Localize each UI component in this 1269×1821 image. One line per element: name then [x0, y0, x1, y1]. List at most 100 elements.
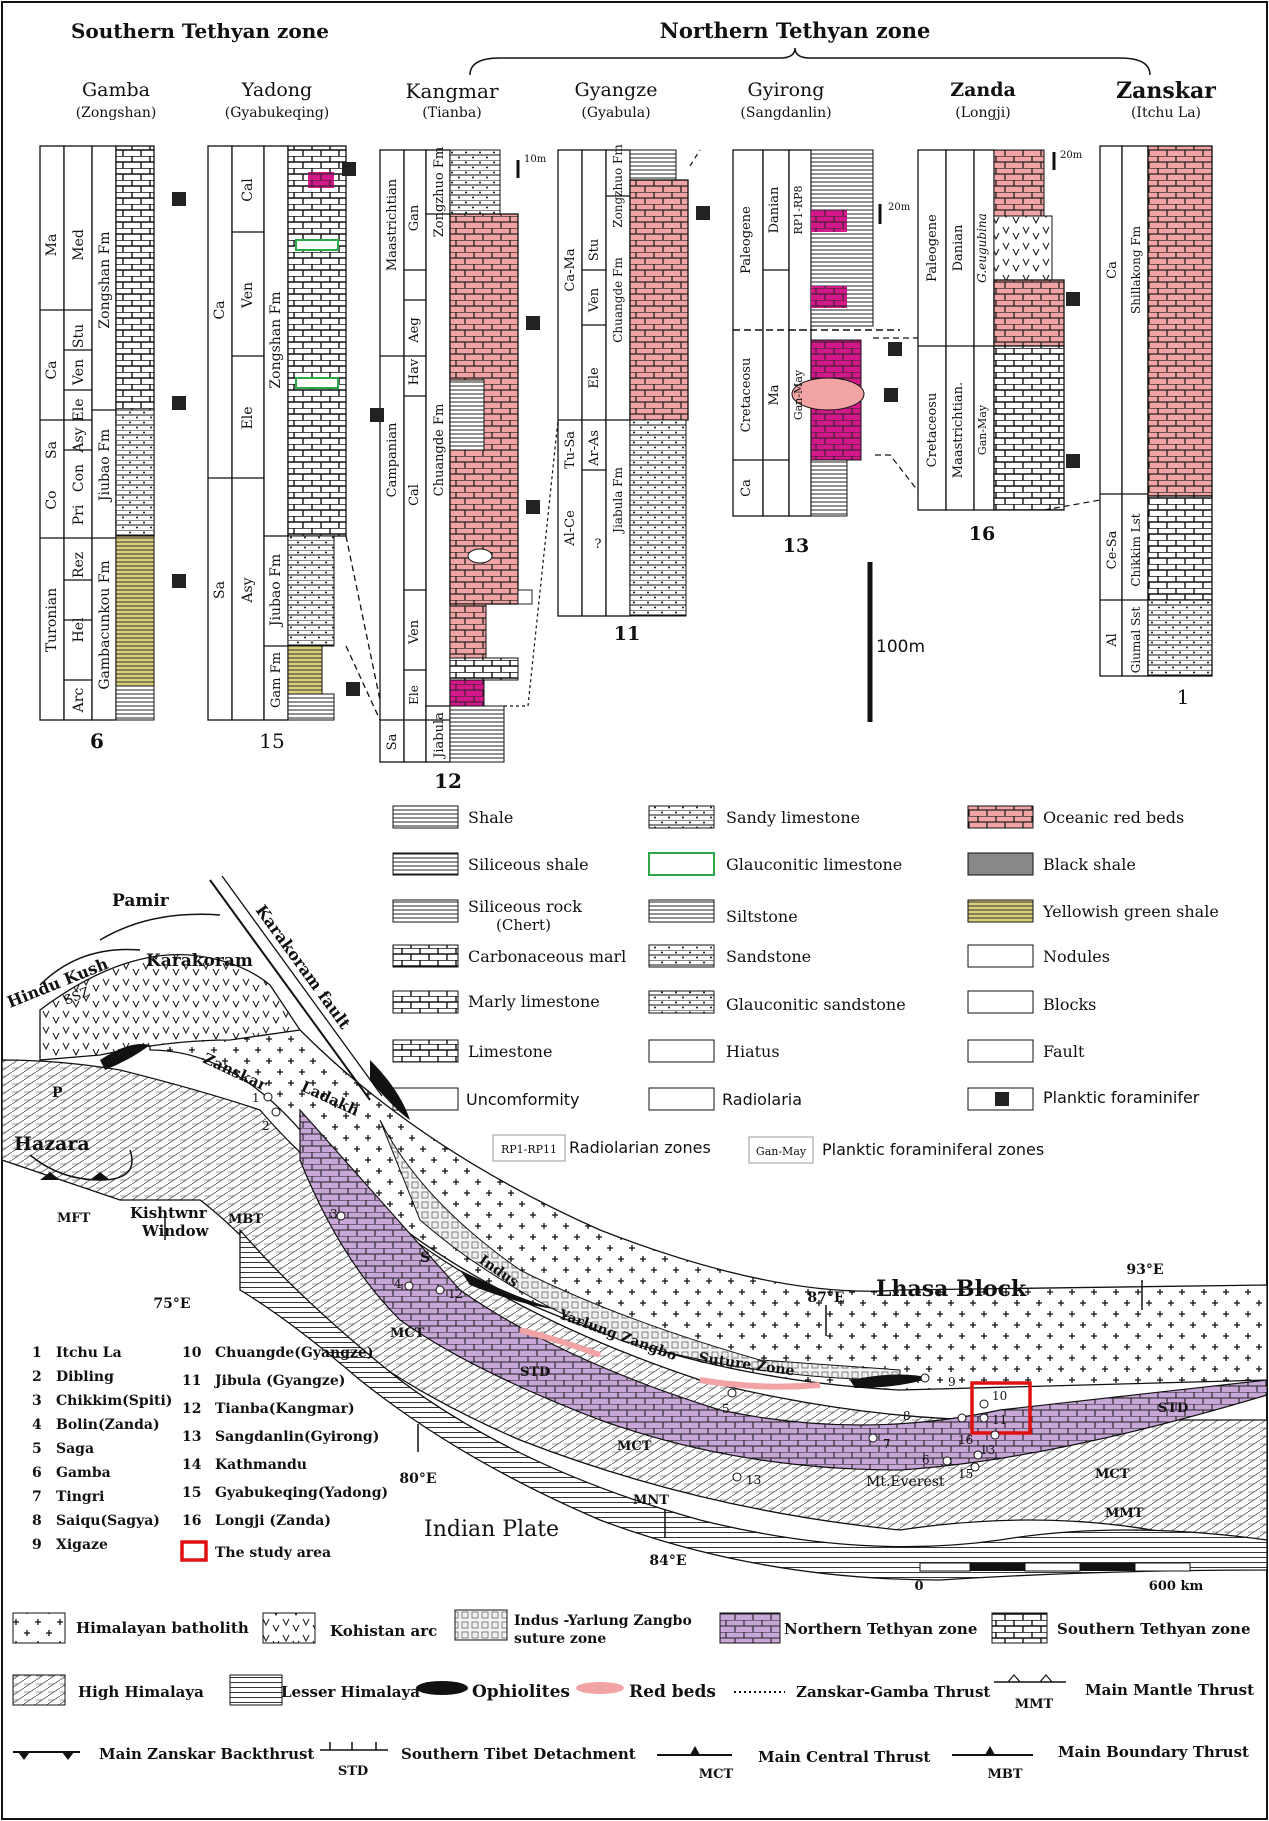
- label: Ven: [407, 619, 422, 645]
- figure-shape: [732, 1472, 742, 1482]
- section-sub: (Gyabula): [581, 105, 650, 121]
- label: Ca: [44, 360, 60, 379]
- section-number: 16: [969, 523, 995, 545]
- label: Zongzhuo Fm: [432, 147, 447, 237]
- foram-icon: [888, 342, 902, 356]
- label: Radiolaria: [722, 1090, 802, 1109]
- label: Chuangde Fm: [611, 257, 625, 343]
- study-area-box: [970, 1381, 1032, 1435]
- figure-shape: [392, 852, 459, 876]
- label: 11: [992, 1413, 1007, 1427]
- label: Bolin(Zanda): [56, 1417, 160, 1433]
- figure-shape: [629, 419, 687, 617]
- figure-shape: [993, 215, 1053, 281]
- figure-shape: [392, 990, 459, 1014]
- label: Itchu La: [56, 1345, 122, 1361]
- label: STD: [338, 1764, 368, 1779]
- label: 13: [746, 1473, 761, 1487]
- label: Maastrichtian.: [951, 382, 966, 478]
- label: Ar-As: [587, 430, 602, 467]
- figure-shape: [581, 149, 607, 617]
- label: MCT: [617, 1439, 652, 1454]
- figure-shape: [320, 1742, 388, 1751]
- label: Paleogene: [739, 206, 754, 274]
- label: 9: [948, 1375, 956, 1389]
- figure-shape: [811, 210, 847, 232]
- foram-icon: [526, 316, 540, 330]
- section-number: 15: [259, 729, 284, 753]
- label: Giumal Sst: [1129, 607, 1143, 674]
- section-number: 6: [90, 729, 104, 753]
- label: 9: [32, 1537, 42, 1553]
- figure-shape: [164, 1215, 1143, 1538]
- label: 16: [958, 1433, 973, 1447]
- figure-shape: [811, 286, 847, 308]
- label: Ce-Sa: [1105, 530, 1120, 569]
- figure-shape: [40, 309, 116, 681]
- label: Sa: [44, 441, 60, 459]
- figure-shape: [392, 805, 459, 829]
- lithology-legend: Shale Sandy limestone Oceanic red beds S…: [392, 805, 1219, 1164]
- section-sub: (Longji): [955, 105, 1010, 121]
- section-name: Gyirong: [748, 79, 825, 101]
- figure-shape: [1024, 1562, 1081, 1572]
- figure-shape: [629, 179, 689, 421]
- label: Indus -Yarlung Zangbo: [514, 1613, 692, 1629]
- figure-shape: [115, 535, 155, 687]
- label: Gan-May: [756, 1145, 807, 1158]
- label: 11: [182, 1373, 201, 1389]
- label: Arc: [71, 688, 87, 714]
- figure-shape: [919, 1562, 971, 1572]
- figure-shape: [557, 149, 583, 617]
- figure-shape: [449, 705, 505, 763]
- figure-shape: [392, 899, 459, 923]
- label: 8: [32, 1513, 42, 1529]
- label: Xigaze: [56, 1537, 108, 1553]
- label: Siltstone: [726, 907, 798, 926]
- label: STD: [520, 1365, 550, 1380]
- label: 10: [992, 1389, 1007, 1403]
- figure-shape: [1099, 145, 1123, 677]
- label: 7: [883, 1437, 891, 1451]
- figure-shape: [115, 685, 155, 721]
- label: Con: [71, 464, 87, 492]
- label: Pamir: [112, 891, 170, 911]
- label: Gambacunkou Fm: [97, 560, 113, 689]
- label: Cal: [240, 178, 256, 202]
- figure-shape: [287, 535, 335, 647]
- label: MFT: [57, 1211, 91, 1226]
- figure-shape: [404, 1281, 414, 1291]
- figure-shape: [295, 239, 339, 251]
- correlation-line: [345, 535, 381, 701]
- figure-shape: [810, 459, 848, 517]
- northern-zone-title: Northern Tethyan zone: [660, 18, 931, 43]
- label: Ele: [240, 407, 256, 430]
- label: Tu-Sa: [563, 431, 578, 469]
- label: Stu: [587, 239, 602, 262]
- section-name: Gamba: [82, 79, 150, 101]
- label: 87°E: [807, 1290, 844, 1306]
- figure-shape: [648, 1039, 715, 1063]
- label: 4: [32, 1417, 42, 1433]
- figure-shape: [648, 805, 715, 829]
- label: Ca: [1105, 261, 1120, 279]
- label: RP1-RP11: [501, 1143, 557, 1156]
- figure-shape: [392, 944, 459, 968]
- figure-shape: [1147, 599, 1213, 677]
- section-sub: (Gyabukeqing): [225, 105, 330, 121]
- label: Jiubao Fm: [97, 429, 113, 503]
- figure-shape: [467, 548, 493, 564]
- figure-shape: [727, 1388, 737, 1398]
- correlation-line: [689, 149, 701, 167]
- label: Glauconitic sandstone: [726, 995, 906, 1014]
- label: Gan-May: [976, 404, 989, 455]
- correlation-line: [345, 645, 381, 721]
- label: Kohistan arc: [330, 1622, 437, 1640]
- label: MCT: [699, 1767, 734, 1782]
- figure-shape: [180, 1540, 208, 1562]
- label: 10: [182, 1345, 202, 1361]
- figure-shape: [967, 805, 1034, 829]
- section-name: Zanskar: [1116, 78, 1216, 104]
- scale-label: 100m: [876, 637, 925, 657]
